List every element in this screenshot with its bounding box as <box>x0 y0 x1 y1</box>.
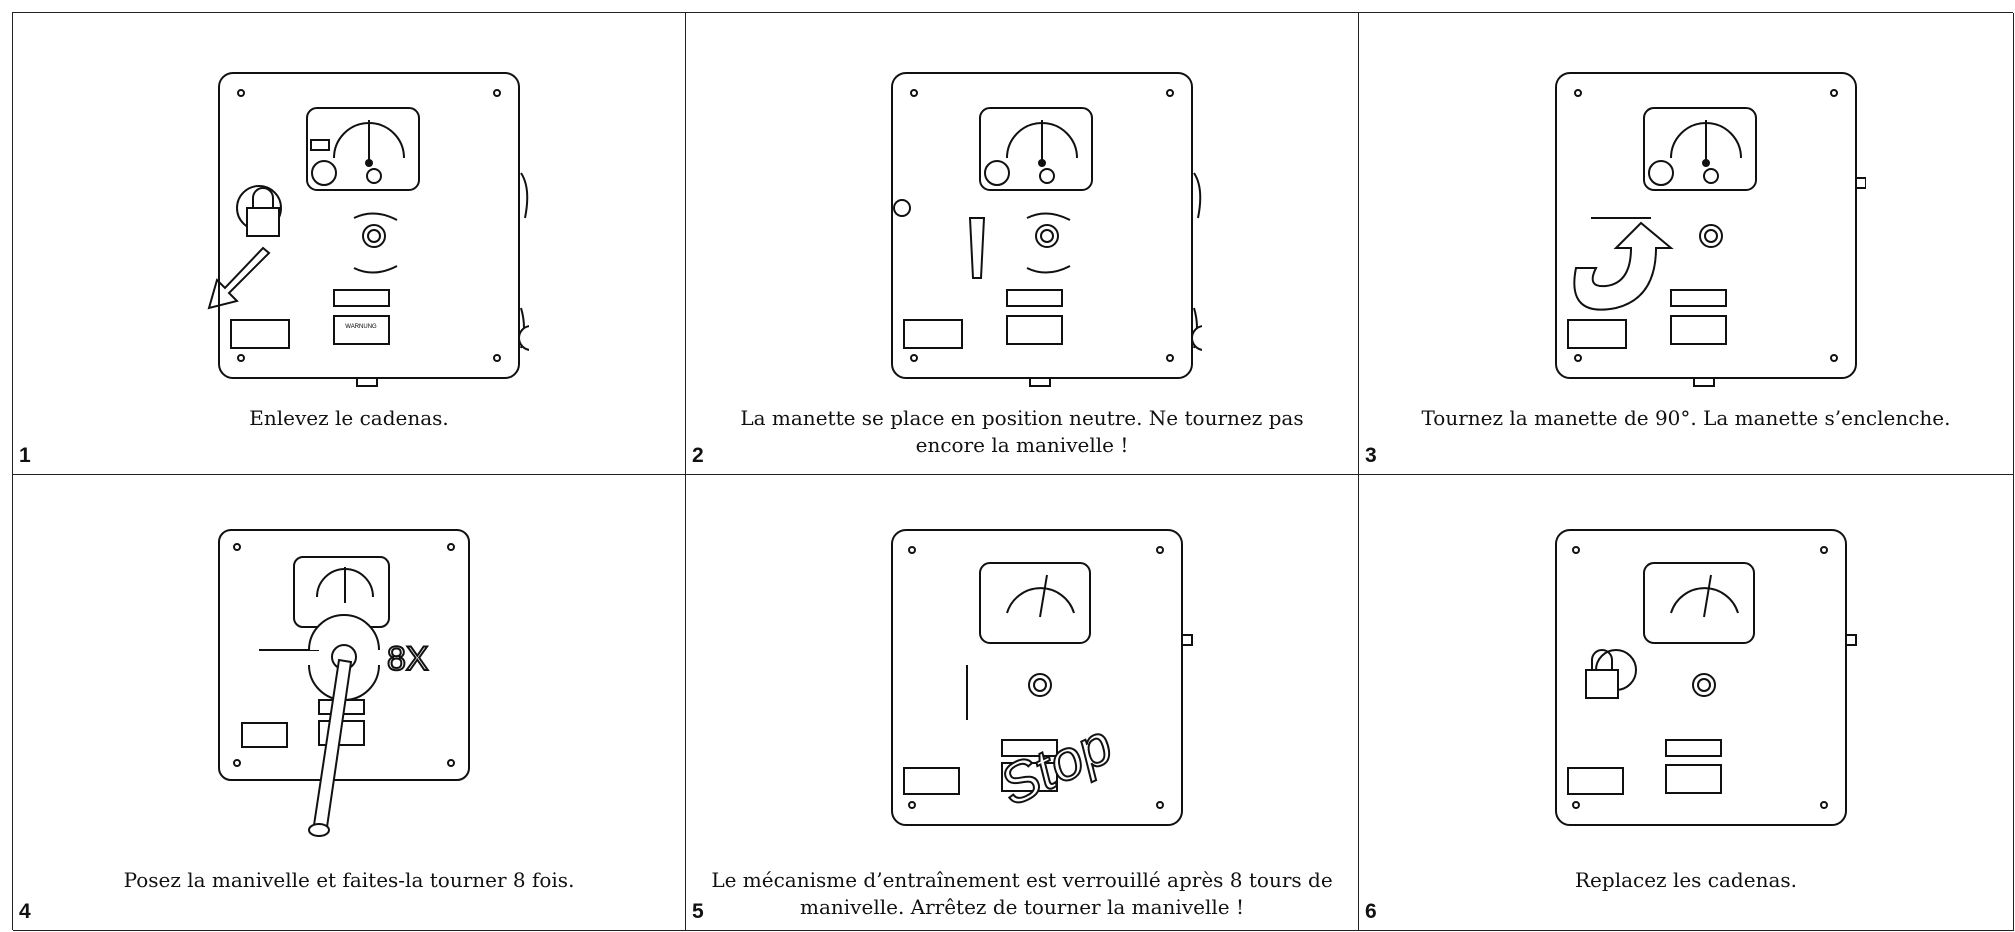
step-6-cell: Replacez les cadenas. 6 <box>1359 475 2014 931</box>
step-6-illustration <box>1359 475 2013 865</box>
step-3-number: 3 <box>1365 444 1377 467</box>
step-1-number: 1 <box>19 444 31 467</box>
drive-panel-drawing: 8X <box>218 529 470 837</box>
step-4-illustration: 8X <box>13 475 685 865</box>
step-1-illustration: WARNUNG <box>13 13 685 403</box>
instruction-grid: WARNUNG Enlevez le cadenas. 1 <box>12 12 2014 931</box>
step-3-caption: Tournez la manette de 90°. La manette s’… <box>1421 406 1951 430</box>
step-3-cell: Tournez la manette de 90°. La manette s’… <box>1359 13 2014 475</box>
step-4-caption: Posez la manivelle et faites-la tourner … <box>123 868 575 892</box>
drive-panel-drawing <box>1555 72 1866 387</box>
step-2-illustration <box>686 13 1358 403</box>
step-2-cell: La manette se place en position neutre. … <box>686 13 1359 475</box>
step-2-number: 2 <box>692 444 704 467</box>
drive-panel-drawing <box>1555 529 1857 826</box>
drive-panel-drawing <box>891 72 1202 387</box>
step-5-caption: Le mécanisme d’entraînement est verrouil… <box>711 868 1333 919</box>
step-6-number: 6 <box>1365 900 1377 923</box>
step-3-illustration <box>1359 13 2013 403</box>
warning-label: WARNUNG <box>345 324 377 330</box>
step-4-cell: 8X Posez la manivelle et faites-la tourn… <box>13 475 686 931</box>
step-5-number: 5 <box>692 900 704 923</box>
turn-count-label: 8X <box>387 640 429 678</box>
drive-panel-drawing: WARNUNG <box>207 72 529 387</box>
step-1-cell: WARNUNG Enlevez le cadenas. 1 <box>13 13 686 475</box>
step-6-caption: Replacez les cadenas. <box>1575 868 1797 892</box>
step-2-caption: La manette se place en position neutre. … <box>740 406 1304 457</box>
step-4-number: 4 <box>19 900 31 923</box>
step-5-illustration: Stop <box>686 475 1358 865</box>
step-5-cell: Stop Le mécanisme d’entraînement est ver… <box>686 475 1359 931</box>
step-1-caption: Enlevez le cadenas. <box>249 406 449 430</box>
drive-panel-drawing: Stop <box>891 529 1193 826</box>
